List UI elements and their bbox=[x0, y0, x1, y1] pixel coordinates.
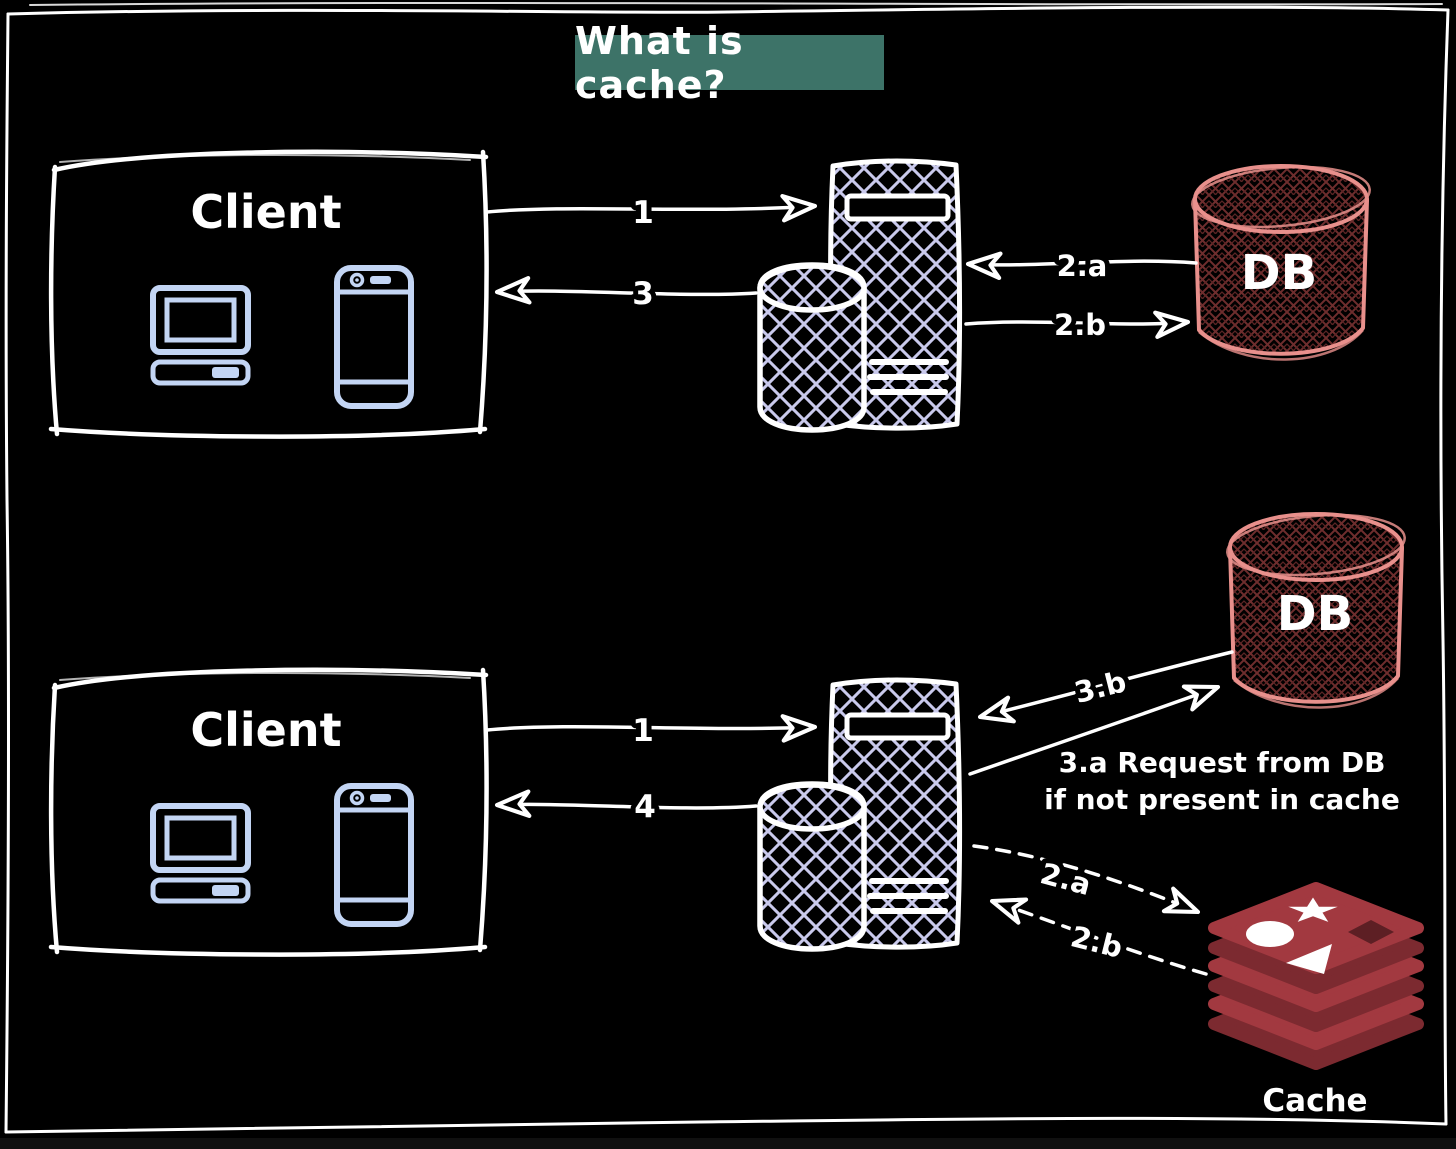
bottom-arrow-1-label: 1 bbox=[632, 713, 654, 749]
bottom-arrow-2b-label: 2.b bbox=[1067, 919, 1126, 965]
redis-top-face-shapes bbox=[1246, 897, 1394, 974]
top-arrow-2b bbox=[964, 310, 1191, 339]
bottom-arrow-4 bbox=[494, 789, 758, 818]
bottom-arrow-4-label: 4 bbox=[634, 789, 656, 825]
bottom-arrow-2b-dashed bbox=[989, 897, 1208, 976]
page-title: What is cache? bbox=[575, 19, 884, 107]
bottom-client-label: Client bbox=[190, 703, 341, 757]
bottom-db-label: DB bbox=[1277, 586, 1353, 642]
top-arrow-2a-label: 2.a bbox=[1057, 249, 1108, 283]
redis-cache-icon bbox=[1208, 882, 1424, 1070]
bottom-arrow-2a-label: 2.a bbox=[1037, 856, 1095, 902]
bottom-strip bbox=[0, 1138, 1456, 1149]
bottom-arrow-3b bbox=[977, 650, 1234, 724]
outer-frame bbox=[4, 1, 1450, 1134]
top-arrow-2b-label: 2.b bbox=[1054, 308, 1106, 342]
bottom-arrow-3b-label: 3.b bbox=[1071, 664, 1130, 710]
cache-label: Cache bbox=[1262, 1083, 1367, 1119]
top-db-label: DB bbox=[1241, 245, 1317, 301]
server-icon-bottom bbox=[760, 680, 960, 949]
server-icon-top bbox=[760, 161, 960, 430]
bottom-arrow-2a-dashed bbox=[972, 844, 1201, 915]
top-arrow-1-label: 1 bbox=[632, 195, 654, 231]
top-arrow-1 bbox=[485, 193, 818, 223]
top-arrow-2a bbox=[965, 251, 1198, 280]
cache-note-line1: 3.a Request from DB bbox=[1059, 746, 1386, 779]
top-client-label: Client bbox=[190, 185, 341, 239]
top-arrow-3-label: 3 bbox=[632, 276, 654, 312]
bottom-arrow-3a bbox=[968, 684, 1221, 776]
bottom-arrow-1 bbox=[485, 714, 818, 743]
top-arrow-3 bbox=[494, 276, 758, 305]
cache-note-line2: if not present in cache bbox=[1044, 783, 1400, 816]
